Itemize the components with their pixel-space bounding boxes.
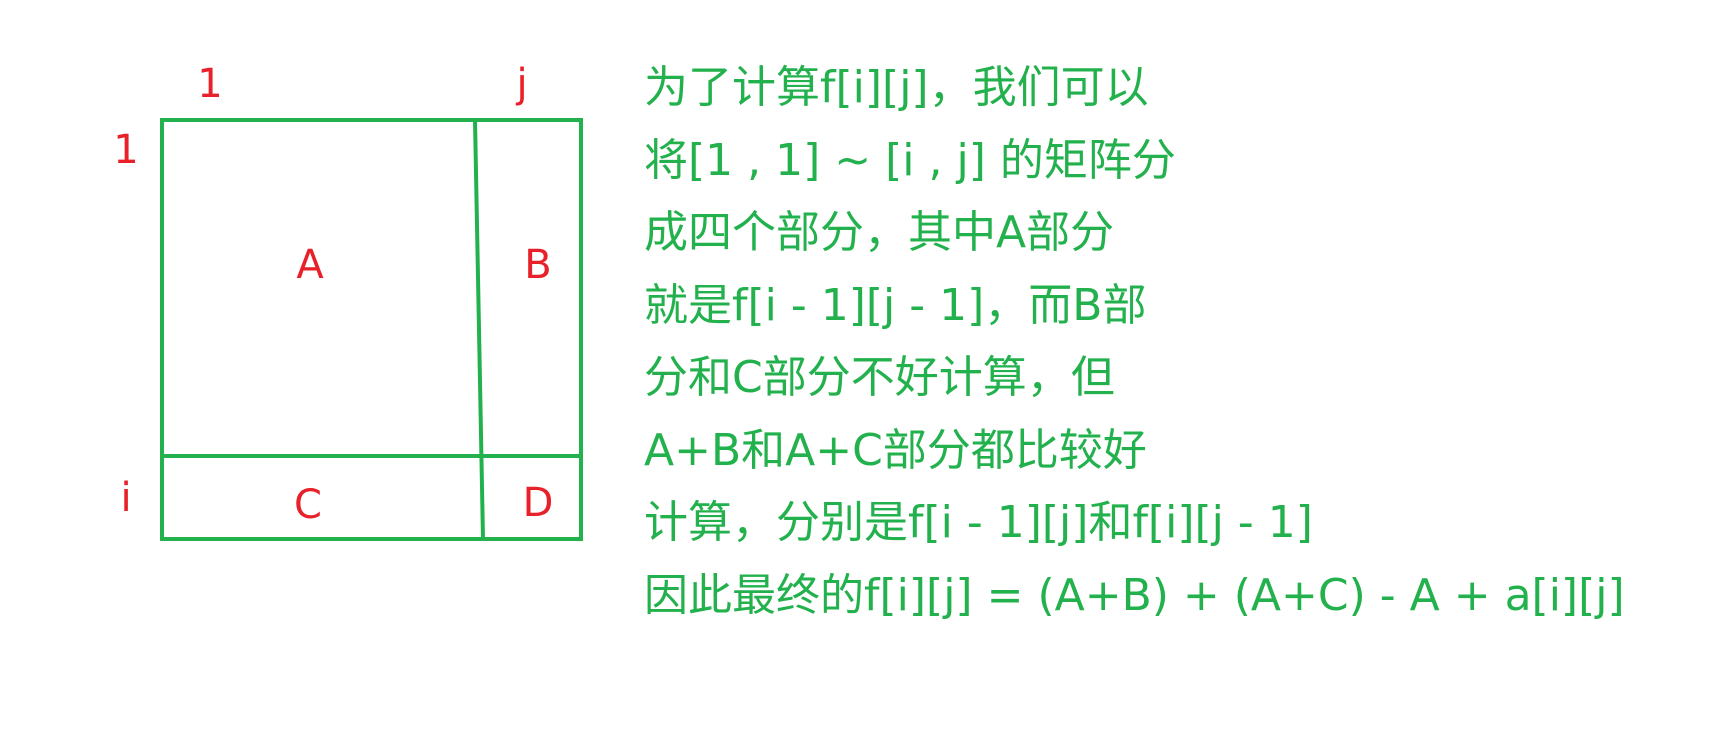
outer-matrix-border — [160, 118, 583, 541]
region-label-c: C — [294, 482, 322, 528]
region-label-d: D — [523, 480, 554, 526]
prefix-sum-matrix-diagram: 1 j 1 i A B C D — [113, 61, 583, 542]
explanation-line-5: 分和C部分不好计算，但 — [644, 352, 1115, 403]
explanation-line-1: 为了计算f[i][j]，我们可以 — [644, 62, 1149, 113]
explanation-text: 为了计算f[i][j]，我们可以 将[1 , 1] ~ [i , j] 的矩阵分… — [644, 52, 1625, 632]
column-label-1: 1 — [197, 61, 222, 107]
explanation-line-2: 将[1 , 1] ~ [i , j] 的矩阵分 — [644, 134, 1176, 186]
explanation-line-8: 因此最终的f[i][j] = (A+B) + (A+C) - A + a[i][… — [644, 569, 1625, 621]
column-label-j: j — [515, 61, 527, 107]
column-j-divider — [472, 117, 486, 542]
explanation-line-6: A+B和A+C部分都比较好 — [644, 424, 1147, 476]
explanation-line-7: 计算，分别是f[i - 1][j]和f[i][j - 1] — [644, 497, 1313, 548]
row-label-i: i — [120, 475, 131, 521]
explanation-line-4: 就是f[i - 1][j - 1]，而B部 — [644, 279, 1147, 331]
explanation-line-3: 成四个部分，其中A部分 — [644, 207, 1115, 258]
row-label-1: 1 — [113, 127, 138, 173]
region-label-a: A — [296, 242, 324, 288]
region-label-b: B — [524, 242, 551, 288]
